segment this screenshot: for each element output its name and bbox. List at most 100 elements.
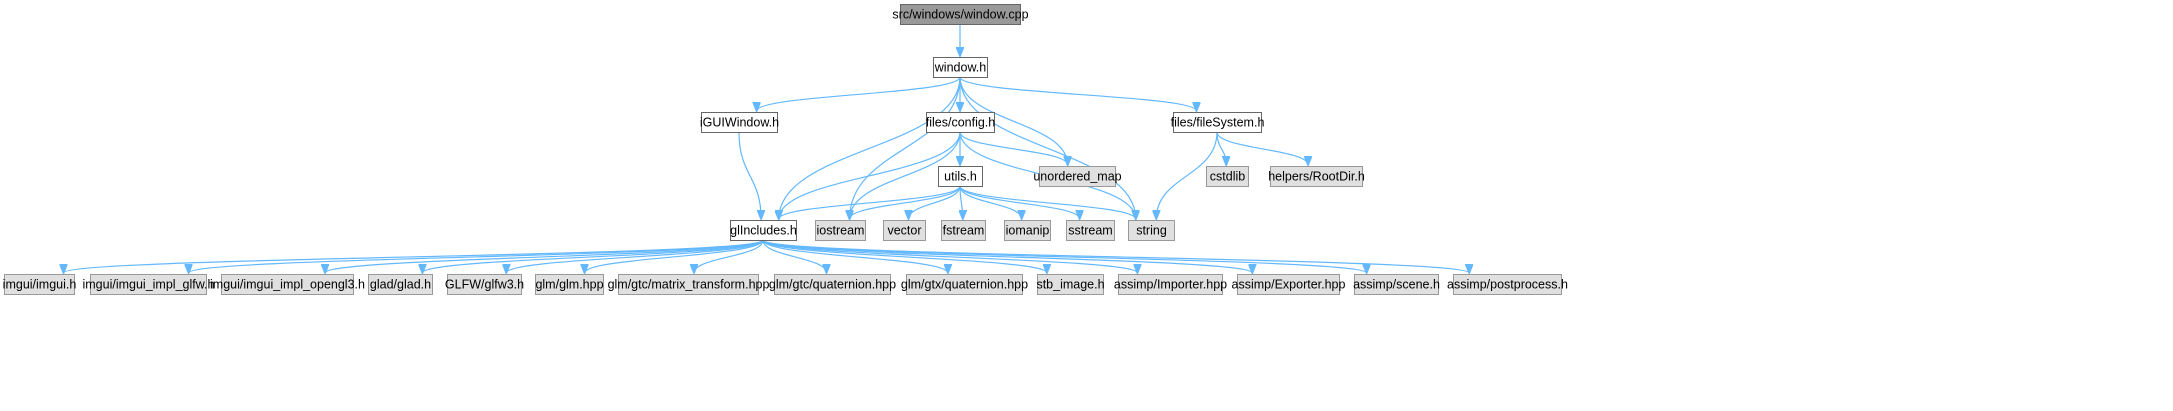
node-glad_h: glad/glad.h <box>368 274 433 295</box>
edge-filesystem_h-to-rootdir_h <box>1216 131 1308 165</box>
node-box <box>1066 220 1115 241</box>
node-gtx_quaternion: glm/gtx/quaternion.hpp <box>901 274 1028 295</box>
node-exporter: assimp/Exporter.hpp <box>1232 274 1346 295</box>
node-box <box>1206 166 1249 187</box>
edge-filesystem_h-to-string <box>1156 131 1218 219</box>
edge-glincludes_h-to-imgui_h <box>64 239 764 273</box>
node-box <box>368 274 433 295</box>
edge-glincludes_h-to-glm_hpp <box>585 239 764 273</box>
node-window_h[interactable]: window.h <box>933 57 988 78</box>
node-box <box>535 274 604 295</box>
edge-utils_h-to-sstream <box>959 185 1080 219</box>
node-label: glm/gtx/quaternion.hpp <box>901 278 1028 292</box>
node-box <box>1173 112 1262 133</box>
node-box <box>1128 220 1175 241</box>
node-unordered_map: unordered_map <box>1033 166 1122 187</box>
node-imgui_h: imgui/imgui.h <box>3 274 77 295</box>
edge-glincludes_h-to-glfw3_h <box>506 239 764 273</box>
node-box <box>730 220 797 241</box>
node-glfw3_h: GLFW/glfw3.h <box>445 274 524 295</box>
node-stb_image: stb_image.h <box>1036 274 1105 295</box>
node-scene_h: assimp/scene.h <box>1353 274 1440 295</box>
node-label: GLFW/glfw3.h <box>445 278 524 292</box>
node-label: sstream <box>1068 224 1112 238</box>
edge-window_h-to-glincludes_h <box>779 76 961 219</box>
node-box <box>1270 166 1363 187</box>
edge-utils_h-to-vector <box>908 185 961 219</box>
edge-glincludes_h-to-glad_h <box>422 239 764 273</box>
node-box <box>4 274 75 295</box>
node-label: fstream <box>943 224 985 238</box>
edge-config_h-to-glincludes_h <box>779 131 961 219</box>
node-label: glm/glm.hpp <box>535 278 603 292</box>
node-label: glad/glad.h <box>370 278 431 292</box>
node-label: vector <box>887 224 921 238</box>
node-box <box>926 112 995 133</box>
node-label: imgui/imgui_impl_glfw.h <box>82 278 214 292</box>
node-label: window.h <box>934 61 986 75</box>
node-label: utils.h <box>944 170 977 184</box>
edge-utils_h-to-string <box>959 185 1136 219</box>
edge-window_h-to-unordered_map <box>959 76 1068 165</box>
node-box <box>618 274 759 295</box>
edge-config_h-to-iostream <box>850 131 961 219</box>
node-box <box>1237 274 1340 295</box>
edge-glincludes_h-to-imgui_glfw <box>189 239 764 273</box>
node-iomanip: iomanip <box>1004 220 1051 241</box>
edge-glincludes_h-to-gtx_quaternion <box>762 239 948 273</box>
node-label: imgui/imgui.h <box>3 278 77 292</box>
node-fstream: fstream <box>941 220 986 241</box>
nodes-layer: src/windows/window.cpp window.h iGUIWindow… <box>3 4 1568 295</box>
node-box <box>1039 166 1116 187</box>
node-label: src/windows/window.cpp <box>892 8 1028 22</box>
node-label: iostream <box>817 224 865 238</box>
edge-iguiwindow_h-to-glincludes_h <box>738 131 761 219</box>
node-cstdlib: cstdlib <box>1206 166 1249 187</box>
node-label: assimp/Exporter.hpp <box>1232 278 1346 292</box>
edge-utils_h-to-glincludes_h <box>779 185 961 219</box>
node-filesystem_h[interactable]: files/fileSystem.h <box>1171 112 1265 133</box>
node-box <box>1453 274 1562 295</box>
node-label: glm/gtc/quaternion.hpp <box>769 278 896 292</box>
node-label: files/config.h <box>926 116 996 130</box>
node-label: glIncludes.h <box>730 224 797 238</box>
node-box <box>1354 274 1439 295</box>
node-box <box>933 57 988 78</box>
node-string: string <box>1128 220 1175 241</box>
node-imgui_glfw: imgui/imgui_impl_glfw.h <box>82 274 215 295</box>
node-box <box>1004 220 1051 241</box>
node-utils_h[interactable]: utils.h <box>938 166 983 187</box>
node-glm_hpp: glm/glm.hpp <box>535 274 604 295</box>
edge-glincludes_h-to-postprocess_h <box>762 239 1469 273</box>
node-box <box>906 274 1023 295</box>
node-label: stb_image.h <box>1036 278 1104 292</box>
node-label: glm/gtc/matrix_transform.hpp <box>608 278 770 292</box>
node-box <box>900 4 1021 25</box>
node-glincludes_h[interactable]: glIncludes.h <box>730 220 797 241</box>
node-label: iomanip <box>1006 224 1050 238</box>
edge-filesystem_h-to-cstdlib <box>1216 131 1226 165</box>
node-box <box>1118 274 1223 295</box>
node-label: string <box>1136 224 1167 238</box>
node-imgui_opengl3: imgui/imgui_impl_opengl3.h <box>210 274 365 295</box>
node-label: files/fileSystem.h <box>1171 116 1265 130</box>
node-box <box>938 166 983 187</box>
edge-glincludes_h-to-importer <box>762 239 1137 273</box>
edge-utils_h-to-iostream <box>850 185 961 219</box>
node-label: cstdlib <box>1210 170 1245 184</box>
node-window_cpp[interactable]: src/windows/window.cpp <box>892 4 1029 25</box>
node-vector: vector <box>883 220 926 241</box>
node-matrix_transform: glm/gtc/matrix_transform.hpp <box>608 274 770 295</box>
edge-window_h-to-filesystem_h <box>959 76 1196 111</box>
node-box <box>90 274 207 295</box>
edge-glincludes_h-to-exporter <box>762 239 1252 273</box>
node-box <box>883 220 926 241</box>
node-iguiwindow_h[interactable]: iGUIWindow.h <box>700 112 779 133</box>
node-iostream: iostream <box>815 220 866 241</box>
node-box <box>221 274 354 295</box>
node-label: iGUIWindow.h <box>700 116 779 130</box>
edge-window_h-to-iguiwindow_h <box>757 76 961 111</box>
node-gtc_quaternion: glm/gtc/quaternion.hpp <box>769 274 896 295</box>
node-config_h[interactable]: files/config.h <box>926 112 996 133</box>
